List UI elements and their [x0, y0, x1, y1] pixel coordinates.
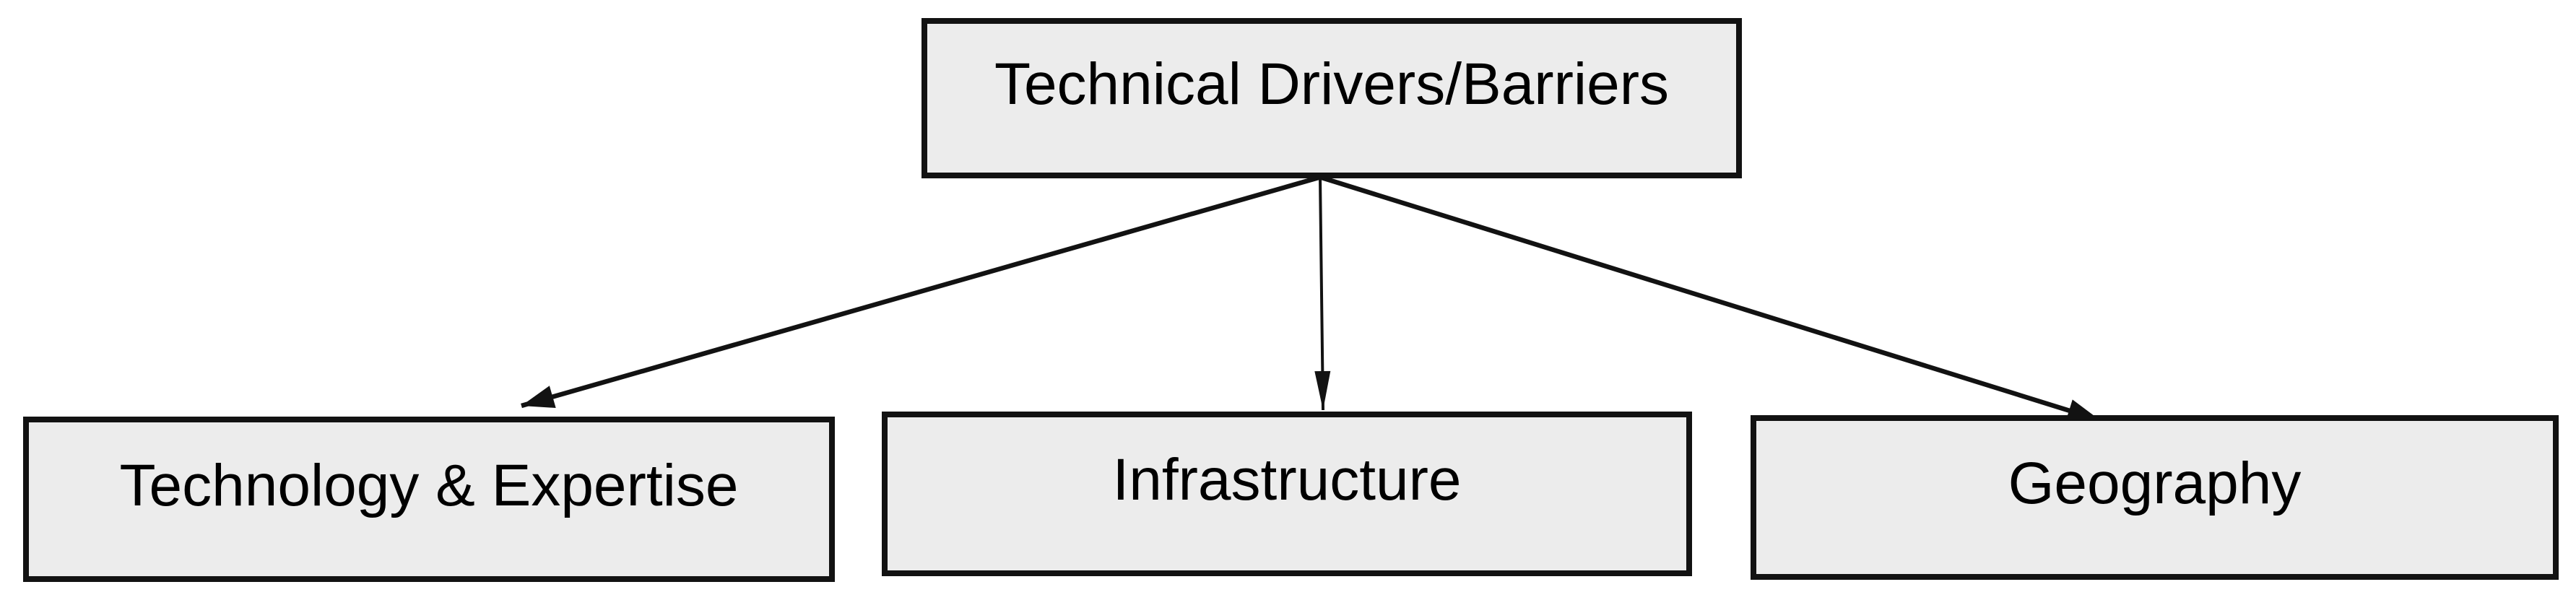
node-label: Technology & Expertise: [119, 452, 739, 518]
node-technology-expertise: Technology & Expertise: [23, 417, 835, 582]
node-technical-drivers-barriers: Technical Drivers/Barriers: [921, 18, 1742, 178]
arrow-root-to-geography: [1321, 175, 2101, 423]
node-label: Technical Drivers/Barriers: [994, 51, 1670, 117]
node-label: Infrastructure: [1112, 447, 1462, 513]
arrow-root-to-technology-expertise: [521, 175, 1319, 409]
arrow-root-to-infrastructure: [1314, 177, 1331, 411]
node-geography: Geography: [1751, 415, 2559, 580]
node-infrastructure: Infrastructure: [882, 412, 1692, 576]
node-label: Geography: [2008, 451, 2302, 516]
